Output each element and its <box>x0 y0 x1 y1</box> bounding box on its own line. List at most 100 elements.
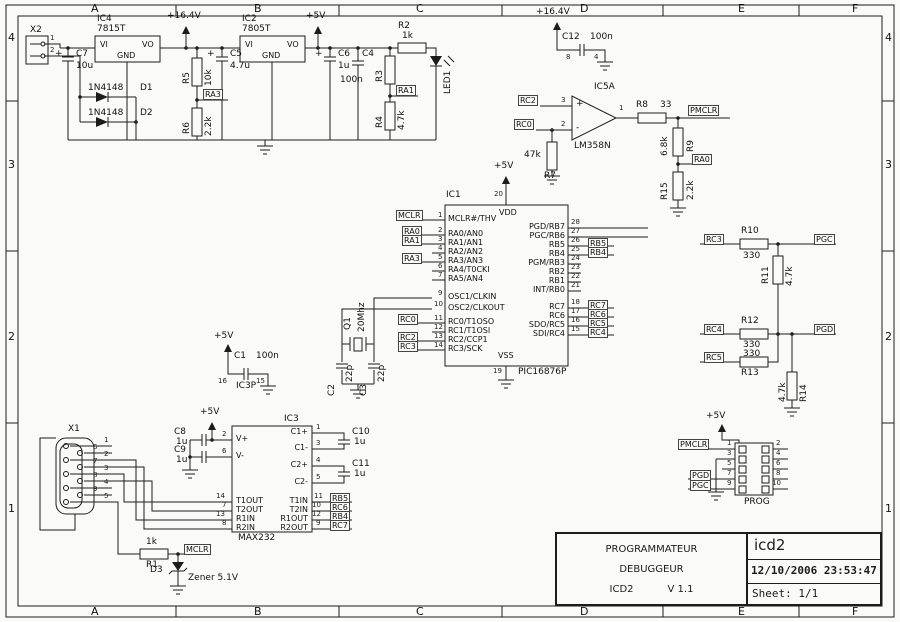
c3-ref: C3 <box>359 383 369 396</box>
prog-pin-9: 9 <box>727 479 732 487</box>
rc0-net-2: RC0 <box>398 314 418 326</box>
c1-ref: C1 <box>234 351 247 361</box>
ic3-pin-13: 13 <box>216 510 225 518</box>
ground-symbol-icon <box>670 207 686 217</box>
ic1-pinlabel-ra0: RA0/AN0 <box>448 229 484 238</box>
x1-pin-2: 2 <box>104 450 109 458</box>
ic2-pin-vi: VI <box>245 40 253 49</box>
ic1-vdd: VDD <box>499 208 517 217</box>
x1-pin-1: 1 <box>104 436 109 444</box>
r7-val: 47k <box>524 150 541 160</box>
ic1-pin-20: 20 <box>494 190 503 198</box>
ic1-pinlabel-rb6: PGC/RB6 <box>529 231 565 240</box>
ic3-pinlabel-t2in: T2IN <box>289 505 308 514</box>
ic1-pin-28: 28 <box>571 218 580 226</box>
ic1-pin-4: 4 <box>438 244 443 252</box>
r13-ref: R13 <box>741 368 759 378</box>
ic5a-pin-8: 8 <box>566 53 571 61</box>
r8-resistor <box>637 112 667 124</box>
c2-ref: C2 <box>327 383 337 396</box>
ic4-pin-vo: VO <box>142 40 154 49</box>
r11-resistor <box>772 255 784 285</box>
junction-dot <box>195 98 199 102</box>
ic1-pin-18: 18 <box>571 298 580 306</box>
c6-ref: C6 <box>338 49 351 59</box>
grid-col-B-bottom: B <box>254 605 262 618</box>
ic1-pinlabel-rb5: RB5 <box>548 240 565 249</box>
power-arrow-icon <box>718 424 726 432</box>
grid-col-C-bottom: C <box>416 605 424 618</box>
grid-row-3-right: 3 <box>885 158 892 171</box>
c10-ref: C10 <box>352 427 370 437</box>
ic3-pin-4: 4 <box>316 456 321 464</box>
rc5-net-2: RC5 <box>704 352 724 364</box>
r3-resistor <box>384 55 396 85</box>
ic5a-minus: - <box>576 123 580 133</box>
ic5a-pin-4: 4 <box>594 53 599 61</box>
c7-val: 10u <box>76 61 94 71</box>
ic1-pin-26: 26 <box>571 236 580 244</box>
ic3-pinlabel-t1in: T1IN <box>289 496 308 505</box>
ic1-pinlabel-rc0: RC0/T1OSO <box>448 317 495 326</box>
prog-pin-5: 5 <box>727 459 732 467</box>
led1-diode <box>430 56 442 66</box>
junction-dot <box>78 95 82 99</box>
x1-pin-3: 3 <box>104 464 109 472</box>
ic1-pin-21: 21 <box>571 281 580 289</box>
ic3p-pin-16: 16 <box>218 377 227 385</box>
ic3-pinlabel-vplus: V+ <box>236 434 249 443</box>
prog-pin-10: 10 <box>772 479 781 487</box>
power-supply-section <box>25 34 455 146</box>
r1-resistor <box>139 548 169 560</box>
grid-col-E-bottom: E <box>738 605 745 618</box>
ic2-regulator <box>239 35 306 63</box>
ic1-pin-3: 3 <box>438 235 443 243</box>
r13-val: 330 <box>743 349 761 359</box>
r5-val: 10k <box>204 69 214 86</box>
ic3-pin-1: 1 <box>316 423 321 431</box>
ic3-val: MAX232 <box>238 533 276 543</box>
ic1-pin-6: 6 <box>438 262 443 270</box>
pgd-net-1: PGD <box>814 324 836 336</box>
r12-ref: R12 <box>741 316 759 326</box>
ic3-pinlabel-r2in: R2IN <box>236 523 255 532</box>
d3-ref: D3 <box>150 565 163 575</box>
rc3-net-1: RC3 <box>398 341 418 353</box>
power-arrow-icon <box>182 26 190 34</box>
c2-val: 22p <box>345 364 355 382</box>
ic1-ref: IC1 <box>446 190 461 200</box>
ic3-pinlabel-r1in: R1IN <box>236 514 255 523</box>
ic1-pinlabel-rb0: INT/RB0 <box>532 285 565 294</box>
x1-pin-9: 9 <box>93 485 98 493</box>
junction-dot <box>388 94 392 98</box>
c5-ref: C5 <box>230 49 243 59</box>
x1-pin-5: 5 <box>104 492 109 500</box>
c1-val: 100n <box>256 351 279 361</box>
ground-symbol-icon <box>784 407 800 417</box>
ic1-pin-25: 25 <box>571 245 580 253</box>
c12-ref: C12 <box>562 32 580 42</box>
prog-ref: PROG <box>744 497 770 507</box>
pgc-net-2: PGC <box>690 480 711 492</box>
ic4-regulator <box>94 35 161 63</box>
prog-pin-6: 6 <box>776 459 781 467</box>
c6-val: 1u <box>338 61 350 71</box>
r6-ref: R6 <box>182 122 192 134</box>
ic5a-pin-2: 2 <box>561 120 566 128</box>
c10-val: 1u <box>354 437 366 447</box>
ra0-net-2: RA0 <box>692 154 712 166</box>
power-arrow-icon <box>314 26 322 34</box>
ic1-pinlabel-rb2: RB2 <box>548 267 565 276</box>
ic3-pinlabel-t2out: T2OUT <box>236 505 264 514</box>
r7-resistor <box>546 141 558 171</box>
rc0-net-1: RC0 <box>514 119 534 131</box>
ic3-pin-12: 12 <box>312 510 321 518</box>
power-arrow-icon <box>208 422 216 430</box>
d2-diode <box>96 117 108 127</box>
ground-symbol-icon <box>708 491 724 501</box>
sheet-frame <box>5 4 895 618</box>
junction-dot <box>188 455 192 459</box>
ic3-ref: IC3 <box>284 414 299 424</box>
ic3-pin-3: 3 <box>316 439 321 447</box>
